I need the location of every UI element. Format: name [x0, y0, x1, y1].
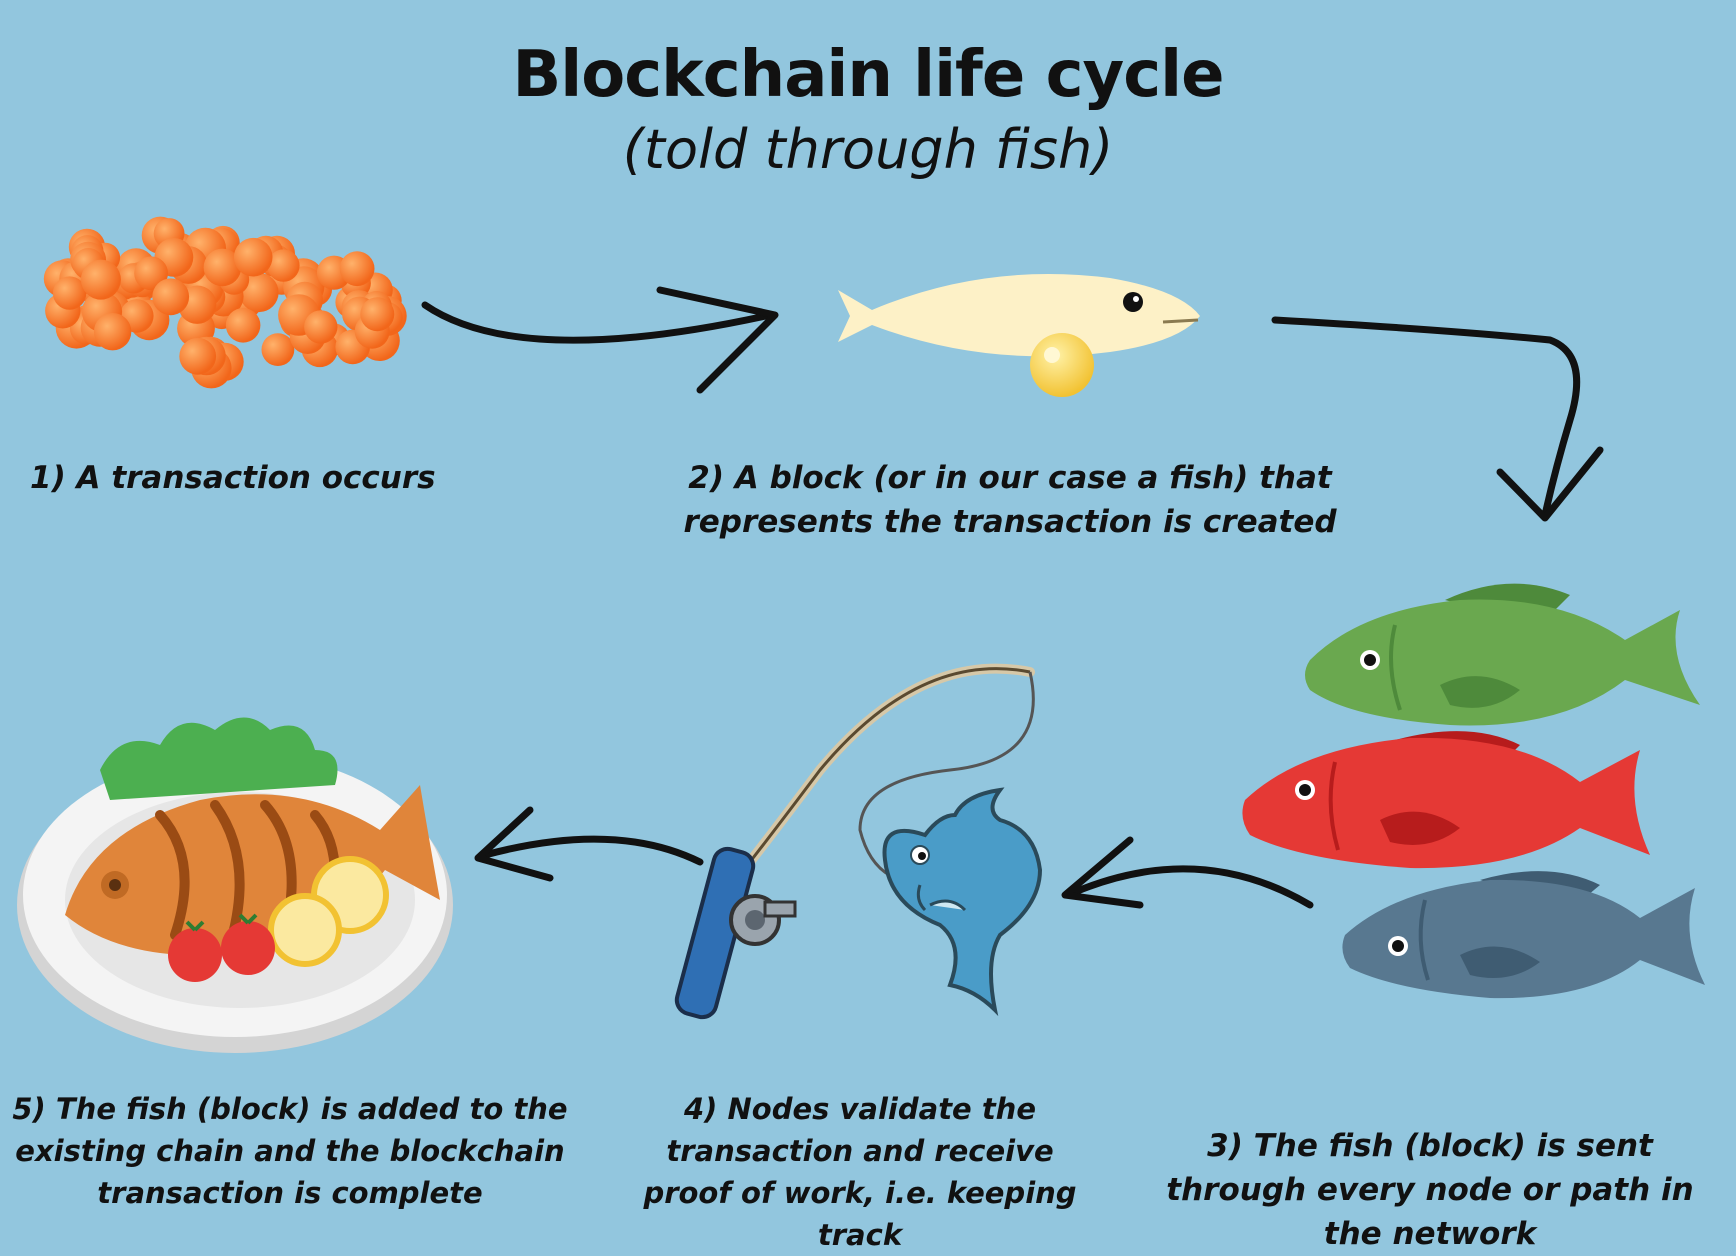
roe-egg	[233, 237, 273, 277]
roe-egg	[261, 333, 295, 366]
roe-egg	[225, 308, 261, 343]
step-3-label: 3) The fish (block) is sent through ever…	[1166, 1128, 1694, 1252]
fish-icon	[838, 274, 1200, 397]
roe-egg	[267, 249, 300, 282]
roe-egg	[152, 278, 190, 316]
roe-egg	[93, 313, 132, 351]
grey-fish	[1342, 871, 1705, 999]
arrow-3-to-4	[1061, 836, 1314, 909]
step-5-label: 5) The fish (block) is added to the exis…	[12, 1092, 568, 1210]
arrow-2-to-3	[1271, 316, 1604, 522]
arrow-1-to-2	[421, 286, 779, 394]
step-4-label: 4) Nodes validate the transaction and re…	[643, 1092, 1077, 1252]
roe-egg	[80, 259, 121, 300]
roe-egg	[179, 337, 217, 375]
step-1-label: 1) A transaction occurs	[30, 460, 436, 496]
roe-egg	[304, 310, 338, 344]
roe-egg	[360, 297, 395, 332]
tomatoes	[168, 913, 275, 982]
roe-egg	[203, 248, 242, 287]
roe-egg	[339, 251, 375, 287]
red-fish	[1242, 731, 1650, 869]
fried-fish	[65, 785, 440, 956]
lemon-slices	[268, 856, 389, 967]
fishing-rod-icon	[674, 663, 1035, 1020]
fish-eggs-icon	[43, 216, 407, 389]
page-subtitle: (told through fish)	[622, 118, 1114, 181]
green-fish	[1305, 583, 1700, 726]
roe-egg	[239, 272, 279, 313]
lettuce	[100, 717, 338, 800]
fish-school-icon	[1242, 583, 1705, 999]
cooked-fish-plate-icon	[17, 717, 453, 1053]
roe-egg	[134, 256, 169, 291]
step-2-label: 2) A block (or in our case a fish) that …	[683, 460, 1337, 540]
arrow-4-to-5	[474, 806, 704, 882]
caught-fish-icon	[882, 787, 1043, 1017]
roe-egg	[52, 276, 87, 310]
page-title: Blockchain life cycle	[512, 38, 1225, 112]
